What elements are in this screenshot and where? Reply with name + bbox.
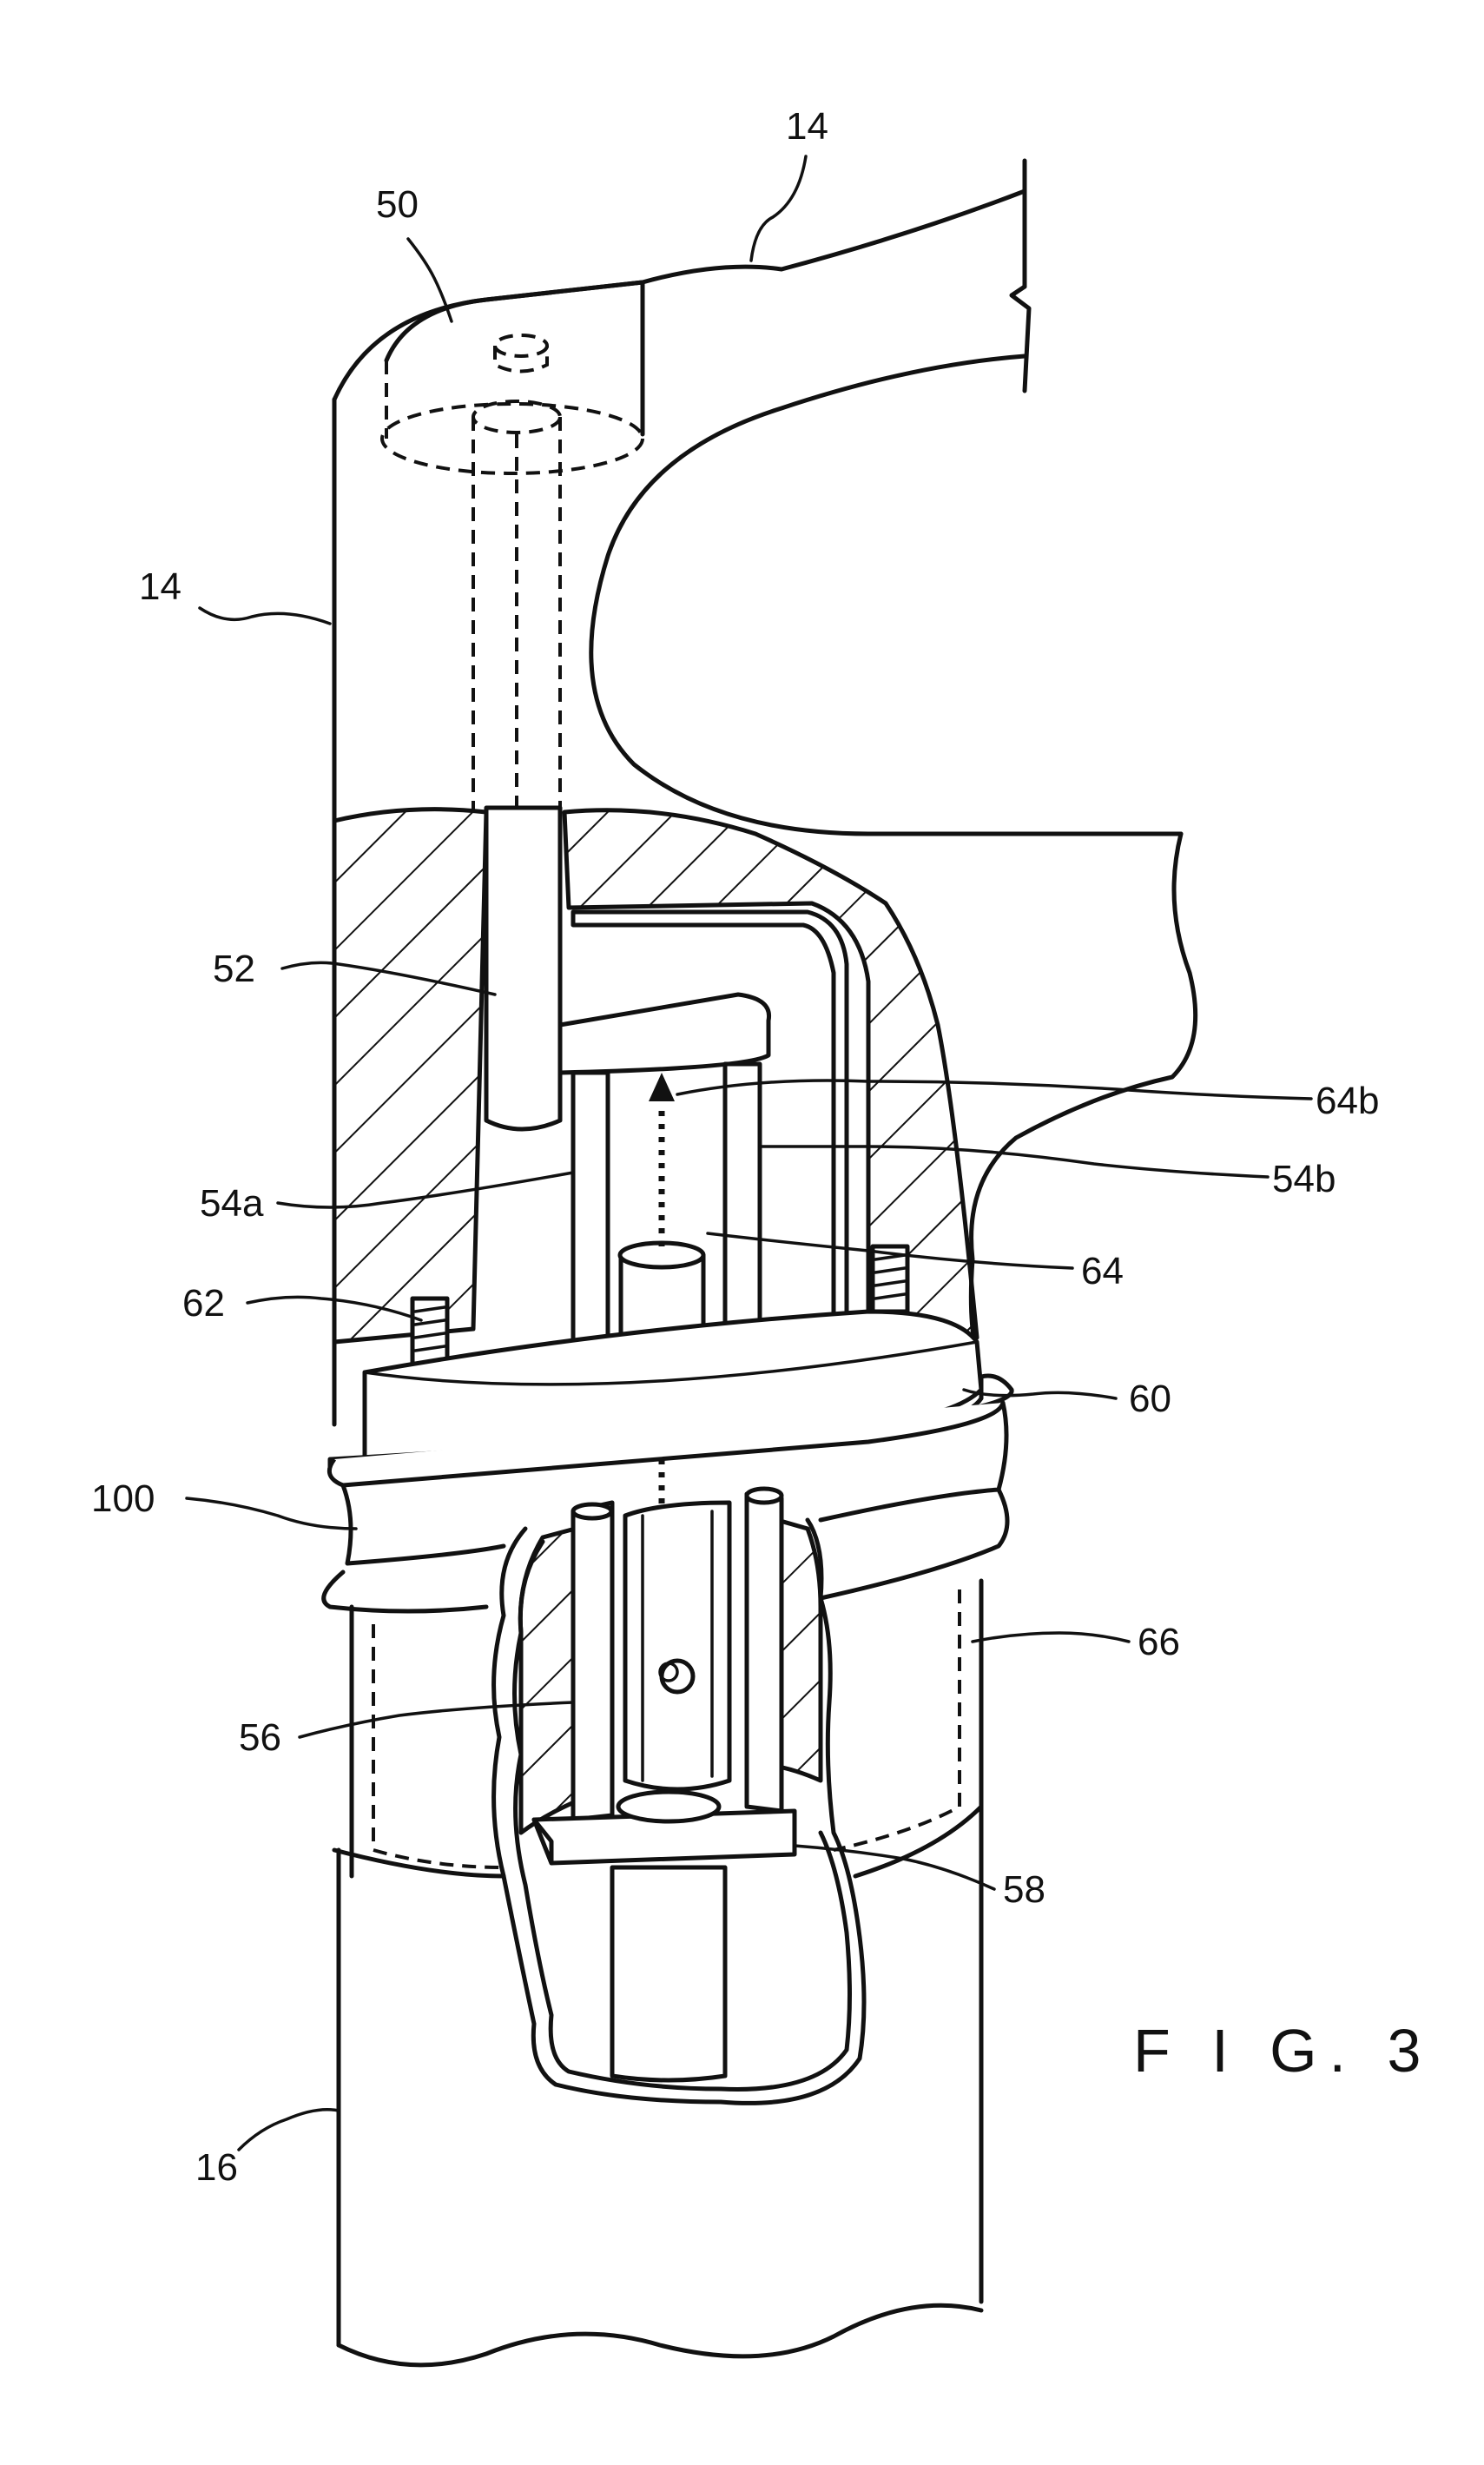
label-52: 52 (213, 948, 255, 990)
u-frame-54 (560, 995, 769, 1371)
label-58: 58 (1003, 1868, 1045, 1911)
rod-52 (486, 808, 560, 1129)
leader-14-left (200, 608, 330, 624)
figure-label: F I G. 3 (1133, 2017, 1433, 2085)
label-100: 100 (91, 1477, 155, 1520)
label-64: 64 (1081, 1250, 1124, 1292)
label-62: 62 (182, 1282, 225, 1325)
label-50: 50 (376, 183, 419, 226)
leader-66 (973, 1633, 1129, 1642)
leader-16 (239, 2110, 339, 2150)
label-54b: 54b (1272, 1158, 1336, 1200)
block-58 (534, 1792, 795, 2080)
leader-64b (677, 1081, 1311, 1099)
cap-50 (382, 282, 643, 473)
label-54a: 54a (200, 1182, 264, 1225)
leader-100 (187, 1498, 356, 1529)
label-56: 56 (239, 1716, 281, 1759)
leader-58 (795, 1846, 994, 1889)
label-14-left: 14 (139, 565, 181, 608)
shaft-52-hidden (473, 417, 560, 812)
label-64b: 64b (1316, 1080, 1379, 1122)
label-14-top: 14 (786, 105, 828, 148)
label-16: 16 (195, 2146, 238, 2189)
leader-14-top (751, 156, 806, 261)
label-66: 66 (1138, 1621, 1180, 1663)
label-60: 60 (1129, 1378, 1171, 1420)
